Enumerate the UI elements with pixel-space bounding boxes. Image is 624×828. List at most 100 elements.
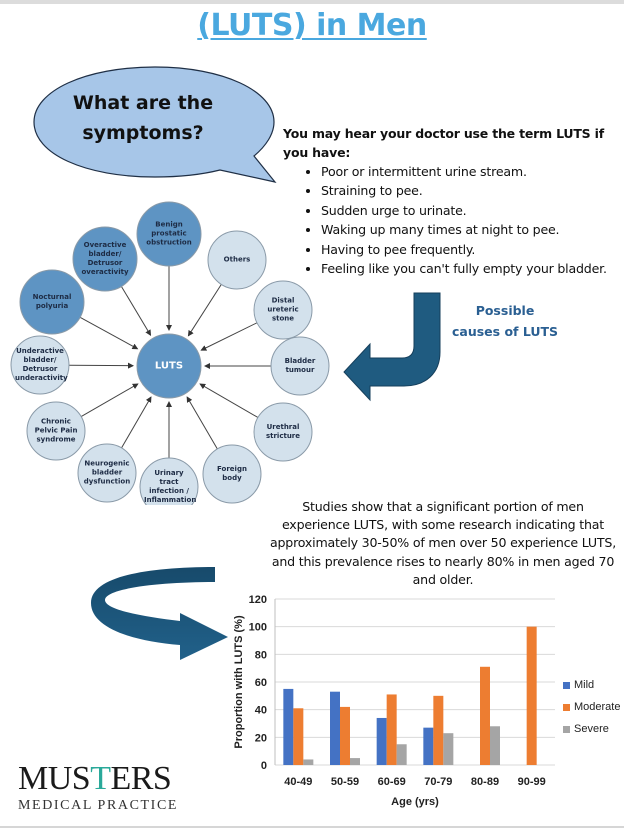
bar-moderate-90-99 (526, 626, 537, 765)
cause-label: Nocturnal polyuria (32, 293, 72, 310)
cause-label: Foreign body (217, 465, 247, 482)
y-tick-label: 20 (255, 732, 267, 744)
legend-label: Mild (574, 679, 595, 691)
chart-legend: Mild Moderate Severe (563, 674, 620, 740)
legend-item-moderate: Moderate (563, 696, 620, 718)
top-border (0, 0, 624, 4)
symptom-item: Waking up many times at night to pee. (321, 220, 623, 239)
bar-severe-50-59 (350, 758, 360, 765)
x-tick-label: 80-89 (471, 776, 499, 788)
bar-moderate-70-79 (433, 695, 444, 765)
bar-severe-80-89 (490, 726, 500, 765)
cause-node (253, 402, 313, 462)
cause-label: Benign prostatic obstruction (146, 220, 192, 247)
x-tick-label: 40-49 (284, 776, 312, 788)
cause-label: Urinary tract infection / Inflammation (144, 469, 197, 504)
bar-moderate-60-69 (386, 694, 397, 765)
symptoms-list: Poor or intermittent urine stream. Strai… (283, 162, 623, 278)
possible-causes-line-1: Possible (475, 303, 535, 318)
y-tick-label: 100 (249, 622, 267, 634)
causes-diagram-graphic (10, 201, 330, 517)
y-tick-label: 80 (255, 649, 267, 661)
cause-node (270, 336, 330, 396)
x-tick-label: 60-69 (378, 776, 406, 788)
cause-label: Bladder tumour (284, 357, 316, 374)
curved-arrow-left-icon (343, 292, 441, 402)
speech-bubble-shape (33, 66, 277, 183)
y-tick-label: 60 (255, 677, 267, 689)
musters-logo: MUSTERS MEDICAL PRACTICE (18, 762, 178, 814)
cause-arrow (186, 396, 218, 450)
logo-brand-part: ERS (110, 760, 172, 797)
bar-mild-50-59 (330, 691, 340, 765)
cause-node (207, 230, 267, 290)
symptoms-lead: You may hear your doctor use the term LU… (283, 126, 604, 160)
x-tick-label: 70-79 (424, 776, 452, 788)
bubble-question: What are the symptoms? (48, 88, 238, 148)
bar-severe-60-69 (396, 744, 407, 765)
cause-node (253, 280, 313, 340)
cause-node (202, 444, 262, 504)
legend-label: Severe (574, 723, 609, 735)
cause-label: Underactive bladder/ Detrusor underactiv… (15, 347, 68, 382)
y-tick-label: 0 (261, 760, 267, 772)
cause-node (72, 226, 138, 292)
x-tick-label: 50-59 (331, 776, 359, 788)
bar-severe-70-79 (443, 733, 454, 765)
possible-causes-line-2: causes of LUTS (451, 324, 559, 339)
cause-node (10, 335, 70, 395)
cause-arrow (187, 284, 222, 337)
logo-subtitle: MEDICAL PRACTICE (18, 798, 179, 813)
logo-brand-part: MUS (18, 760, 91, 797)
cause-arrow (121, 396, 152, 449)
bar-moderate-80-89 (480, 666, 490, 765)
bar-mild-40-49 (283, 688, 294, 765)
symptom-item: Having to pee frequently. (321, 240, 623, 259)
cause-label: Overactive bladder/ Detrusor overactivit… (81, 241, 129, 276)
symptoms-section: You may hear your doctor use the term LU… (283, 124, 623, 278)
bar-moderate-50-59 (340, 706, 350, 765)
cause-label: Others (223, 255, 251, 264)
bar-mild-60-69 (376, 717, 387, 765)
legend-label: Moderate (574, 701, 621, 713)
bottom-border (0, 826, 624, 828)
speech-bubble: What are the symptoms? (30, 64, 280, 192)
cause-node (26, 401, 86, 461)
x-tick-label: 90-99 (518, 776, 546, 788)
bubble-line-2: symptoms? (82, 122, 204, 144)
cause-label: Neurogenic bladder dysfunction (83, 459, 131, 486)
legend-swatch-moderate (563, 703, 570, 711)
cause-arrow (200, 322, 258, 351)
cause-node (136, 201, 202, 267)
caduceus-icon: T (90, 760, 111, 797)
symptom-item: Straining to pee. (321, 181, 623, 200)
y-tick-label: 120 (249, 594, 267, 606)
cause-node (19, 269, 85, 335)
page-title-text: (LUTS) in Men (197, 8, 427, 43)
luts-hub-node (136, 333, 202, 399)
legend-item-severe: Severe (563, 718, 620, 740)
symptom-item: Sudden urge to urinate. (321, 201, 623, 220)
luts-hub-label: LUTS (154, 360, 184, 372)
cause-arrow (79, 316, 139, 350)
curved-arrow-right-icon (91, 567, 228, 660)
cause-label: Chronic Pelvic Pain syndrome (34, 417, 78, 444)
cause-label: Urethral stricture (265, 423, 301, 440)
possible-causes-label: Possible causes of LUTS (440, 300, 570, 342)
legend-item-mild: Mild (563, 674, 620, 696)
logo-brand: MUSTERS (18, 762, 178, 796)
cause-node (77, 443, 137, 503)
cause-arrow (199, 383, 259, 418)
bar-severe-40-49 (303, 759, 314, 765)
legend-swatch-mild (563, 681, 570, 689)
x-axis-title: Age (yrs) (391, 796, 439, 808)
bar-moderate-40-49 (293, 708, 304, 765)
page-title: (LUTS) in Men (0, 8, 624, 43)
cause-arrow (120, 286, 152, 336)
studies-paragraph: Studies show that a significant portion … (269, 499, 617, 587)
legend-swatch-severe (563, 725, 570, 733)
symptom-item: Poor or intermittent urine stream. (321, 162, 623, 181)
